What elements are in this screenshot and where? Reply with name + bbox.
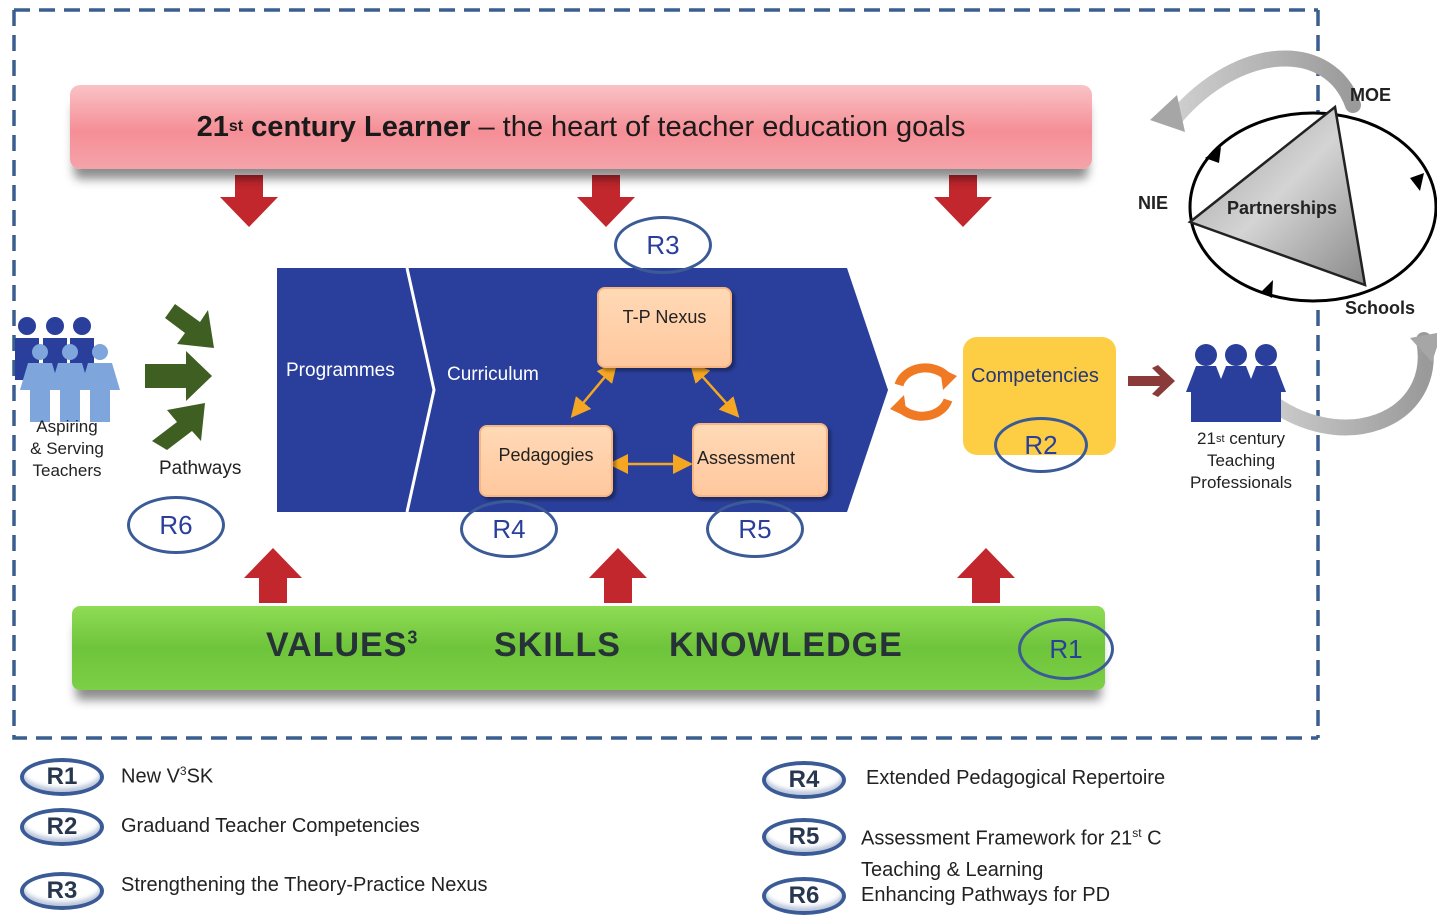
up-arrow-left (244, 548, 302, 603)
learner-banner-rest: – the heart of teacher education goals (470, 110, 966, 143)
down-arrow-left (220, 175, 278, 227)
values-text: VALUES3 (266, 626, 418, 665)
pathway-arrow-middle (145, 351, 212, 401)
knowledge-label: KNOWLEDGE (669, 626, 903, 664)
partnerships-triangle (1187, 104, 1367, 287)
professionals-line3: Professionals (1189, 473, 1293, 492)
badge-r5: R5 (706, 500, 804, 558)
up-arrow-middle (589, 548, 647, 603)
pedagogies-box: Pedagogies (479, 425, 613, 497)
badge-r1: R1 (1018, 618, 1114, 680)
learner-banner-bold: century Learner (243, 110, 471, 143)
legend-r4-oval: R4 (762, 761, 846, 799)
legend-r5-main: Assessment Framework for 21 (861, 827, 1133, 850)
chevron-divider (405, 267, 436, 513)
legend-r1-text: New V3SK (121, 764, 213, 789)
legend-r1-oval: R1 (20, 758, 104, 796)
assessment-box: Assessment (692, 423, 828, 497)
legend-r1-sup: 3 (179, 764, 187, 778)
arrow-to-professionals (1128, 365, 1175, 397)
arrow-tp-assessment (689, 362, 740, 418)
teachers-people-icon (15, 317, 120, 422)
vsk-banner: VALUES3 SKILLS KNOWLEDGE R1 (72, 606, 1114, 690)
professionals-label: 21st century Teaching Professionals (1180, 428, 1302, 494)
professionals-prefix: 21 (1197, 429, 1216, 448)
pedagogies-label: Pedagogies (498, 444, 594, 465)
legend-r1-after: SK (186, 765, 214, 788)
legend-r5-line2: Teaching & Learning (861, 858, 1044, 881)
values-sup: 3 (407, 627, 419, 648)
schools-label: Schools (1345, 298, 1416, 318)
dashed-frame (12, 8, 1320, 740)
competencies-box: Competencies R2 (963, 337, 1116, 473)
pathway-arrow-bottom (152, 403, 205, 450)
legend-r5-oval: R5 (762, 818, 846, 856)
skills-label: SKILLS (494, 626, 621, 664)
programmes-label: Programmes (286, 360, 395, 381)
legend-r3-oval: R3 (20, 872, 104, 910)
legend-r1-main: New V (121, 765, 180, 788)
down-arrow-right (934, 175, 992, 227)
badge-r6: R6 (127, 496, 225, 554)
professionals-line2: Teaching (1206, 451, 1276, 470)
legend-r5-sup: st (1132, 826, 1142, 840)
legend-r2-text: Graduand Teacher Competencies (121, 815, 420, 837)
grey-arc-top (1167, 50, 1361, 126)
pathways-label: Pathways (159, 458, 242, 479)
curriculum-label: Curriculum (447, 364, 539, 385)
teachers-line2: & Serving (30, 439, 104, 458)
nie-label: NIE (1138, 193, 1169, 213)
values-label: VALUES (266, 626, 408, 664)
down-arrow-middle (577, 175, 635, 227)
legend-r5-after: C (1141, 827, 1162, 850)
professionals-line1: century (1224, 429, 1285, 448)
legend-r2-oval: R2 (20, 808, 104, 846)
badge-r3: R3 (614, 216, 712, 274)
grey-arc-bottom (1254, 332, 1434, 436)
tp-nexus-box: T-P Nexus (597, 287, 732, 368)
professionals-people-icon (1186, 344, 1286, 422)
pathway-arrow-top (165, 304, 214, 348)
moe-label: MOE (1350, 85, 1392, 105)
badge-r2: R2 (994, 417, 1088, 473)
legend-r6-text: Enhancing Pathways for PD (861, 884, 1111, 906)
teachers-line3: Teachers (32, 461, 102, 480)
arrow-tp-pedagogies (570, 362, 618, 418)
competencies-label: Competencies (971, 365, 1099, 387)
learner-banner-sup: st (228, 118, 244, 135)
legend-r6-oval: R6 (762, 877, 846, 915)
legend-r3-text: Strengthening the Theory-Practice Nexus (121, 874, 488, 896)
learner-banner-prefix: 21 (196, 110, 229, 143)
legend-r5-text: Assessment Framework for 21st C Teaching… (861, 818, 1162, 886)
teachers-line1: Aspiring (36, 417, 98, 436)
red-down-arrows (220, 175, 992, 227)
legend-r4-text: Extended Pedagogical Repertoire (866, 767, 1166, 789)
red-up-arrows (244, 548, 1015, 603)
professionals-sup: st (1215, 433, 1225, 445)
badge-r4: R4 (460, 500, 558, 558)
cycle-arrows-icon (894, 363, 953, 421)
pathway-arrows (145, 304, 214, 450)
assessment-label: Assessment (696, 447, 796, 468)
partnerships-label: Partnerships (1227, 198, 1338, 218)
up-arrow-right (957, 548, 1015, 603)
tp-nexus-label: T-P Nexus (622, 307, 707, 327)
teachers-label: Aspiring & Serving Teachers (20, 416, 114, 482)
